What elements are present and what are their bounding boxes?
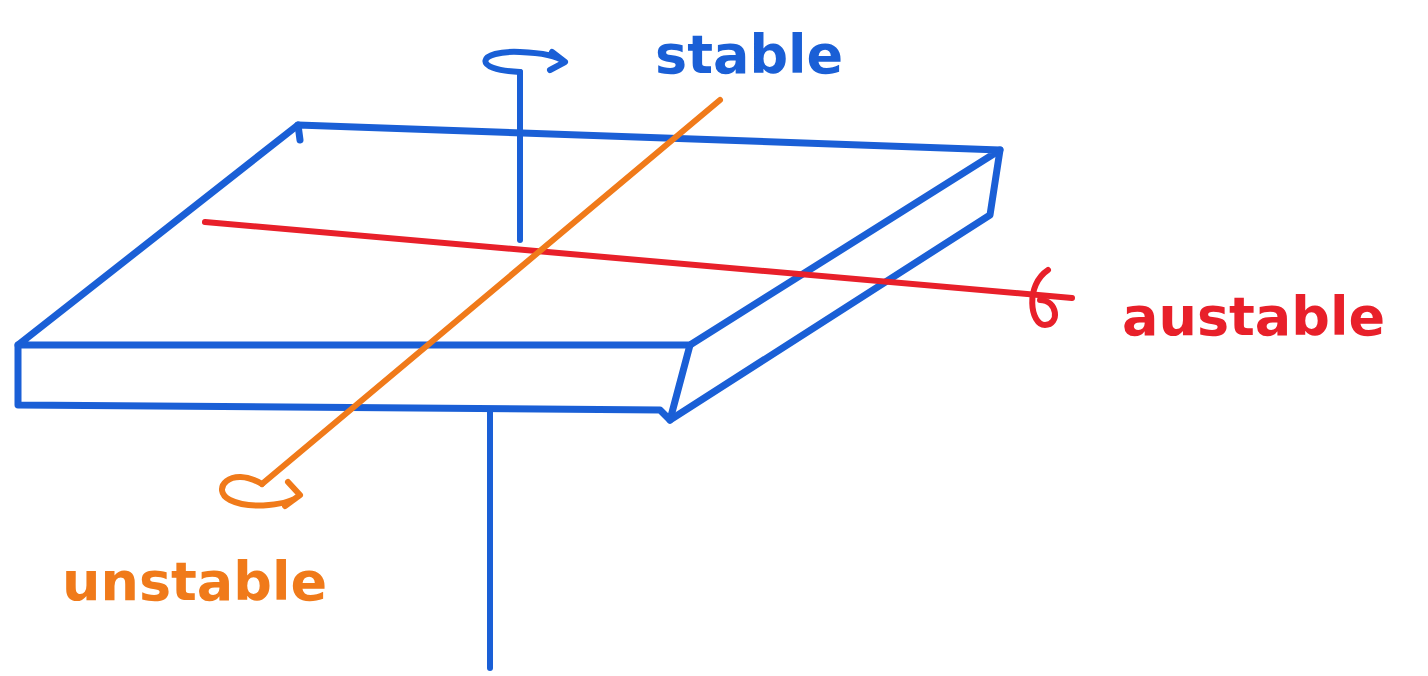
axis-line [487,410,493,668]
short-axis [222,100,720,506]
axis-line [205,222,1072,298]
slab-top-face [18,125,1000,345]
axis-label: unstable [62,555,327,609]
rotation-arrow [222,477,300,506]
slab [18,125,1000,420]
axis-line [517,72,523,240]
slab-edge [298,125,300,140]
vertical-axis [485,52,565,668]
axis-label: stable [655,28,843,82]
axis-line [262,100,720,484]
rotation-arrow [1032,270,1055,325]
rotation-arrow [485,52,565,72]
long-axis [205,222,1072,325]
axis-label: austable [1122,290,1385,344]
